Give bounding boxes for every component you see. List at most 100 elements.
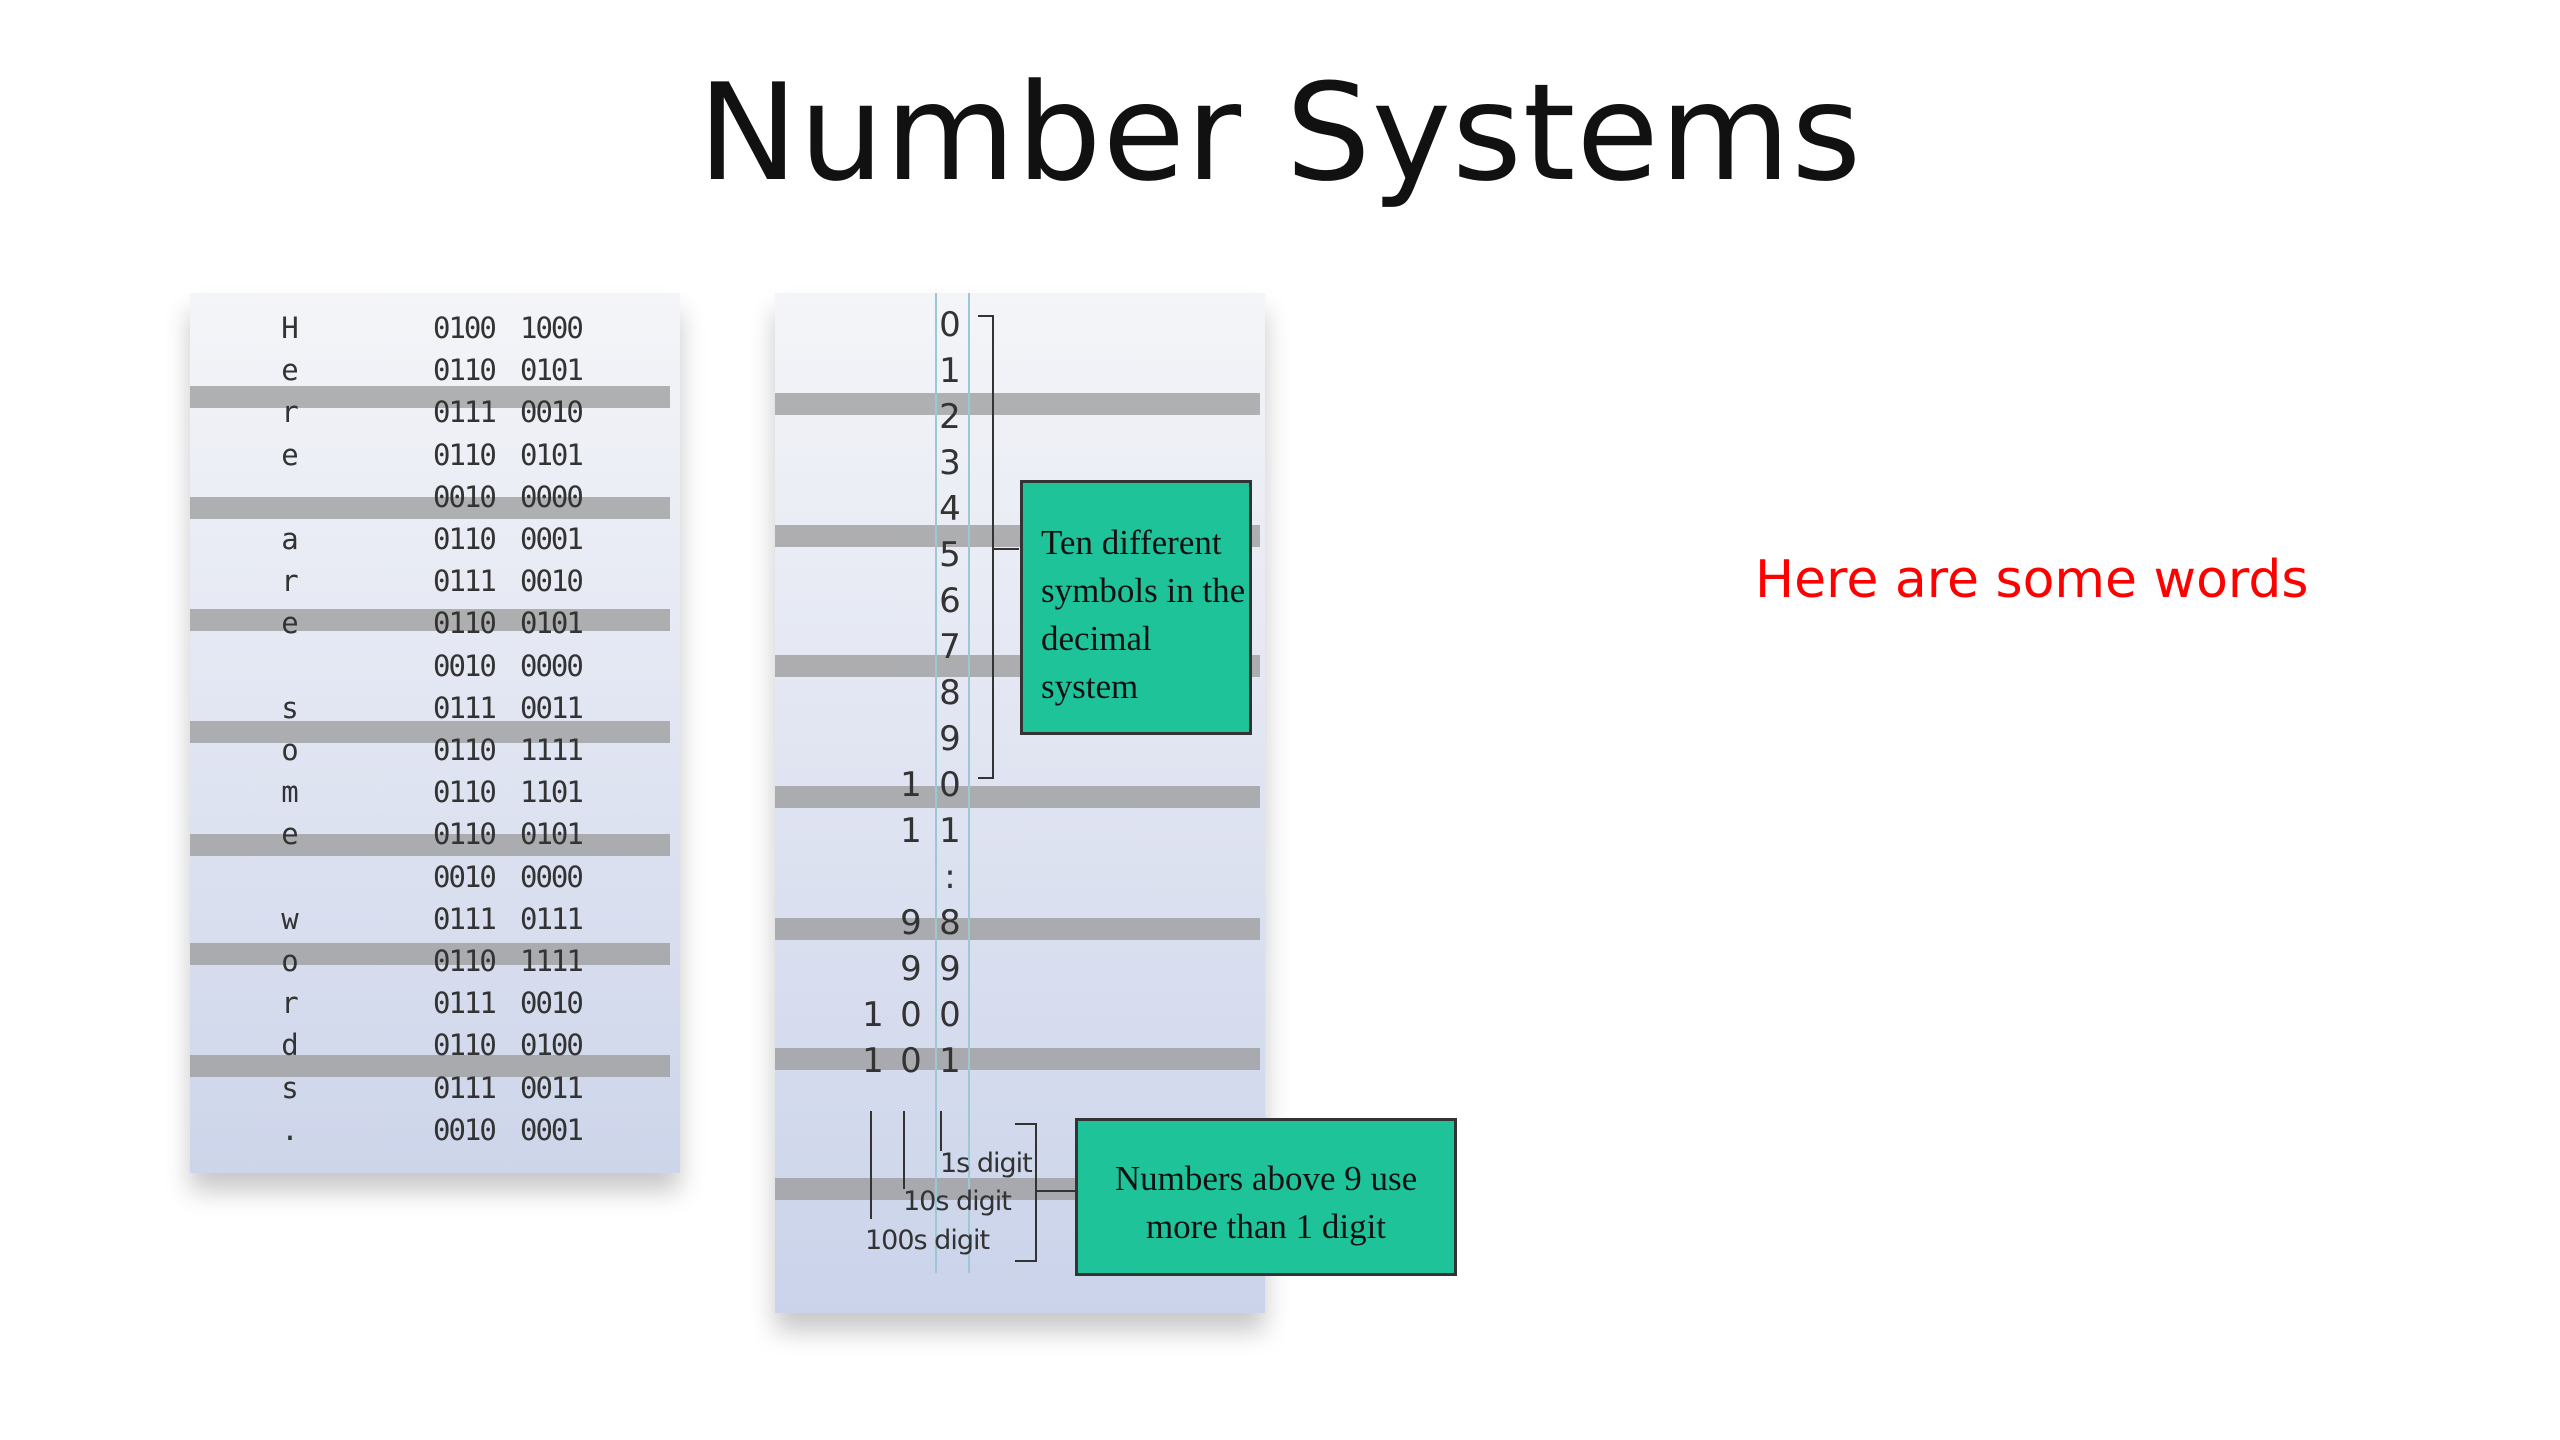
digits-bracket <box>1015 1123 1037 1262</box>
decimal-row: 4 <box>775 489 1265 535</box>
decimal-row: 2 <box>775 397 1265 443</box>
decimal-digit: 8 <box>939 673 961 713</box>
ascii-char: e <box>281 817 299 852</box>
decimal-digit: 8 <box>939 903 961 943</box>
band <box>775 1048 1260 1070</box>
decimal-row: 8 <box>775 673 1265 719</box>
decimal-digit: 9 <box>939 949 961 989</box>
ascii-high-nibble: 0010 <box>433 859 497 894</box>
ascii-low-nibble: 0001 <box>520 1112 584 1147</box>
ascii-low-nibble: 0000 <box>520 859 584 894</box>
slide-title: Number Systems <box>697 55 1863 211</box>
decimal-digit: 0 <box>939 995 961 1035</box>
ascii-high-nibble: 0111 <box>433 901 497 936</box>
decimal-row: 7 <box>775 627 1265 673</box>
decimal-row: 1 <box>775 351 1265 397</box>
ascii-char: o <box>281 733 299 767</box>
decimal-digit: 9 <box>900 903 922 943</box>
ascii-low-nibble: 1111 <box>520 733 584 767</box>
ascii-low-nibble: 1000 <box>520 311 584 345</box>
ascii-char: r <box>281 395 299 430</box>
ascii-char: d <box>281 1028 299 1063</box>
ones-digit-label: 1s digit <box>940 1148 1033 1179</box>
ascii-char: e <box>281 606 299 641</box>
decimal-digit: 1 <box>939 1041 961 1081</box>
ascii-char: s <box>281 1070 299 1105</box>
decimal-digit: : <box>944 857 956 897</box>
decimal-digit: 1 <box>900 765 922 805</box>
ascii-char: H <box>281 311 299 345</box>
ascii-low-nibble: 0101 <box>520 817 584 852</box>
decimal-digit: 7 <box>939 627 961 667</box>
bracket-connector <box>1037 1190 1077 1192</box>
ascii-char: w <box>281 901 299 936</box>
decimal-row: 9 <box>775 719 1265 765</box>
ascii-high-nibble: 0111 <box>433 564 497 599</box>
ascii-low-nibble: 1111 <box>520 944 584 978</box>
ascii-high-nibble: 0110 <box>433 522 497 556</box>
ascii-char: m <box>281 775 299 810</box>
decimal-digit: 3 <box>939 443 961 483</box>
column-guide <box>968 293 970 1273</box>
decimal-symbols-callout: Ten different symbols in the decimal sys… <box>1020 480 1252 735</box>
ascii-low-nibble: 0101 <box>520 606 584 641</box>
ascii-high-nibble: 0111 <box>433 1070 497 1105</box>
band <box>190 943 670 965</box>
band <box>190 834 670 856</box>
band <box>190 609 670 631</box>
band <box>775 918 1260 940</box>
column-guide <box>935 293 937 1273</box>
decimal-digit: 0 <box>939 305 961 345</box>
ascii-low-nibble: 0001 <box>520 522 584 556</box>
decimal-row: 3 <box>775 443 1265 489</box>
decimal-digit: 2 <box>939 397 961 437</box>
ascii-high-nibble: 0110 <box>433 817 497 852</box>
decimal-row: 0 <box>775 305 1265 351</box>
band <box>190 386 670 408</box>
decimal-row: 5 <box>775 535 1265 581</box>
ascii-char: . <box>281 1112 299 1147</box>
multi-digit-callout: Numbers above 9 use more than 1 digit <box>1075 1118 1457 1276</box>
decimal-digit: 4 <box>939 489 961 529</box>
ascii-row: e 0110 0101 <box>190 817 680 859</box>
ascii-high-nibble: 0111 <box>433 986 497 1021</box>
symbols-bracket <box>978 315 994 779</box>
decimal-digit: 0 <box>900 995 922 1035</box>
decimal-digit: 9 <box>900 949 922 989</box>
ascii-high-nibble: 0010 <box>433 648 497 683</box>
decimal-digit: 5 <box>939 535 961 575</box>
ascii-row: a 0110 0001 <box>190 522 680 564</box>
ascii-char: e <box>281 353 299 388</box>
decimal-digit: 9 <box>939 719 961 759</box>
ascii-char: r <box>281 986 299 1021</box>
ascii-high-nibble: 0110 <box>433 606 497 641</box>
ascii-row: e 0110 0101 <box>190 606 680 648</box>
ascii-high-nibble: 0110 <box>433 775 497 810</box>
decimal-digit: 1 <box>862 1041 884 1081</box>
ascii-char: e <box>281 437 299 472</box>
ascii-char: s <box>281 690 299 725</box>
ascii-char: a <box>281 522 299 556</box>
tens-digit-label: 10s digit <box>903 1186 1012 1217</box>
tens-tick <box>903 1111 905 1189</box>
ascii-high-nibble: 0100 <box>433 311 497 345</box>
ascii-low-nibble: 0000 <box>520 479 584 514</box>
decimal-digit: 0 <box>900 1041 922 1081</box>
